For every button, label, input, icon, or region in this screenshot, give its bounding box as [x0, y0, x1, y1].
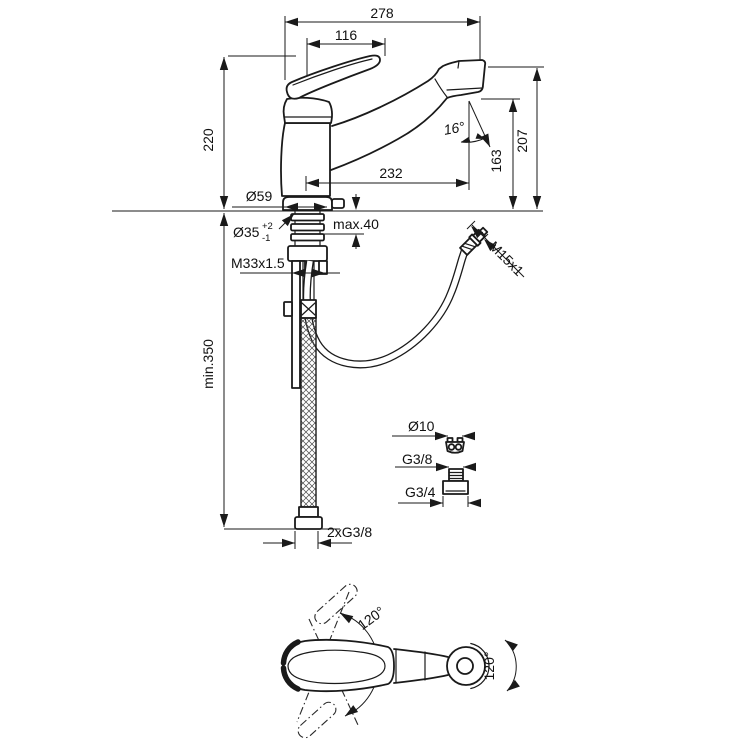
- dim-spout-swivel-label: 120°: [355, 603, 388, 633]
- plan-grip-thick-edge-top: [280, 639, 301, 666]
- plan-spray-head-rim: [470, 642, 490, 690]
- spout-arm: [330, 59, 487, 171]
- braided-supply-hose: [294, 260, 323, 530]
- faucet-side-view: [112, 54, 543, 530]
- faucet-top-view: 120° 120°: [280, 583, 520, 739]
- flange-nub: [331, 198, 345, 209]
- dim-spray-angle: 16°: [442, 100, 494, 149]
- handle-lever: [285, 54, 381, 100]
- hose-end-nut: [294, 516, 323, 530]
- plan-grip-inner-face: [287, 649, 386, 685]
- adapter-large-thread-label: G3/4: [405, 484, 436, 500]
- plan-spray-head-hole: [456, 657, 474, 675]
- dim-spray-hose-thread: M15x1: [466, 220, 527, 279]
- supply-pipe: [291, 260, 301, 389]
- dim-handle-length: 116: [306, 27, 386, 76]
- dim-height-above-deck-label: 220: [200, 128, 216, 152]
- dim-spout-reach: 232: [305, 101, 470, 191]
- hose-diameter-callout: Ø10: [392, 418, 475, 454]
- dim-supply-connections-label: 2xG3/8: [327, 524, 372, 540]
- dim-hole-diameter: Ø35 +2 -1: [233, 211, 297, 244]
- dimensions: 278 116 220 207 163: [200, 5, 544, 549]
- dim-handle-length-label: 116: [335, 27, 358, 43]
- plan-spout-neck: [393, 648, 449, 684]
- adapter-callout: G3/8 G3/4: [395, 451, 481, 508]
- dim-spout-reach-label: 232: [379, 165, 403, 181]
- ghost-handle-bottom: [297, 701, 337, 739]
- dim-height-above-deck: 220: [200, 55, 296, 209]
- dim-overall-width-label: 278: [370, 5, 394, 21]
- dim-base-diameter: Ø59: [232, 188, 327, 212]
- dim-max-deck-thickness: max.40: [323, 194, 379, 249]
- fitting-callouts: Ø10 G3/8 G3/4: [392, 418, 481, 508]
- plan-neck-seams: [395, 648, 426, 684]
- handle-dome: [282, 96, 333, 124]
- dim-spout-outlet-height: 163: [481, 98, 520, 209]
- mounting-shank: [287, 210, 328, 275]
- ghost-handle-top: [314, 583, 358, 625]
- spray-head-step-line: [457, 60, 460, 69]
- mounting-nut: [287, 245, 328, 262]
- swivel-axis-line-b: [296, 591, 350, 723]
- dim-supply-connections: 2xG3/8: [263, 524, 372, 549]
- dim-min-clearance-label: min.350: [200, 339, 216, 389]
- handle-lever-chamfer: [292, 58, 373, 86]
- nut-tab-right: [318, 260, 328, 275]
- dim-min-clearance: min.350: [200, 213, 340, 530]
- dim-handle-swivel: 120°: [481, 636, 520, 695]
- reducing-adapter-fitting: [442, 468, 469, 495]
- dim-shank-thread: M33x1.5: [231, 255, 340, 278]
- spray-head-lip-line: [446, 87, 483, 91]
- dim-overall-width: 278: [284, 5, 481, 80]
- dim-hole-tolerance-plus: +2: [262, 221, 273, 232]
- dim-base-diameter-label: Ø59: [246, 188, 273, 204]
- dim-spray-hose-thread-label: M15x1: [486, 238, 527, 279]
- plan-grip-thick-edge-bottom: [280, 665, 301, 692]
- dim-handle-swivel-label: 120°: [481, 652, 497, 681]
- dim-total-height: 207: [488, 66, 544, 209]
- dim-hole-tolerance-minus: -1: [262, 233, 270, 244]
- dim-total-height-label: 207: [514, 129, 530, 153]
- dim-hole-diameter-label: Ø35: [233, 224, 260, 240]
- dim-spray-angle-label: 16°: [442, 118, 466, 138]
- spray-head-seam: [434, 78, 448, 98]
- hose-end-fitting: [445, 437, 465, 454]
- hose-diameter-label: Ø10: [408, 418, 435, 434]
- dim-spout-outlet-height-label: 163: [488, 149, 504, 173]
- adapter-small-thread-label: G3/8: [402, 451, 433, 467]
- dim-max-deck-thickness-label: max.40: [333, 216, 379, 232]
- pipe-clip: [283, 301, 293, 317]
- braid-sleeve: [300, 317, 317, 508]
- faucet-body: [280, 122, 331, 197]
- dim-shank-thread-label: M33x1.5: [231, 255, 285, 271]
- pullout-spray-hose: [302, 226, 489, 369]
